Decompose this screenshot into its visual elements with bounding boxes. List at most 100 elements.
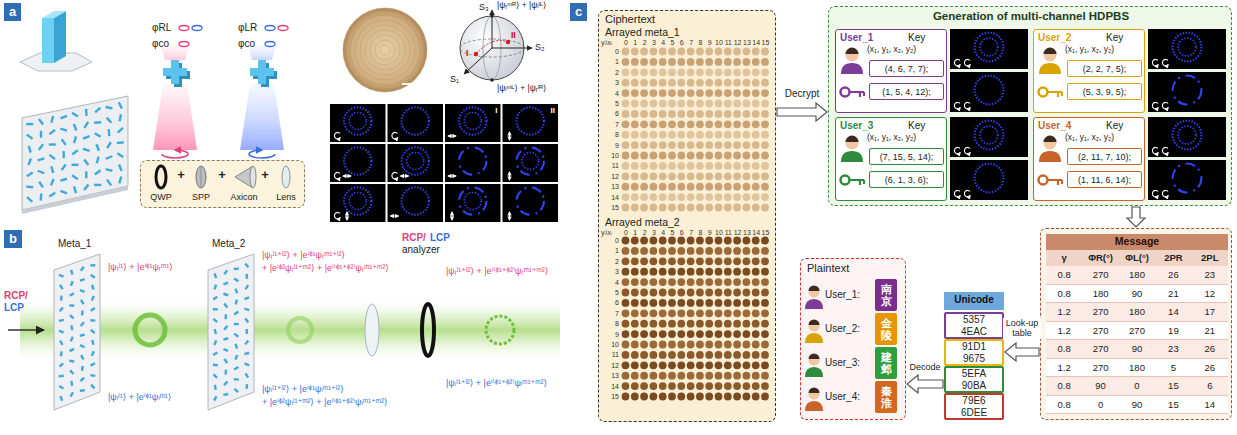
table-cell: 26 <box>1205 344 1216 355</box>
meta-atom-dot <box>631 393 639 401</box>
meta-atom-dot <box>752 120 760 128</box>
node-title: (2, 11, 7, 10); <box>1078 151 1131 161</box>
state-label: |ψᵣᵐᴿ⟩ + |ψₗˡᴸ⟩ <box>497 1 546 11</box>
meta-atom <box>234 267 239 270</box>
meta-atom-dot <box>733 247 741 255</box>
meta-atom-dot <box>761 152 769 160</box>
meta-atom-dot <box>743 393 751 401</box>
user-avatar <box>809 388 820 394</box>
meta-atom-dot <box>668 48 676 56</box>
circular-polarization-symbol <box>954 102 960 108</box>
illustration-part <box>163 60 187 84</box>
table-cell: 270 <box>1129 325 1145 336</box>
sample-photo <box>343 8 427 92</box>
state-label: |ψₗᵐᴸ⟩ + |ψᵣˡᴿ⟩ <box>497 84 546 94</box>
meta-atom <box>81 310 84 315</box>
polarization-label: RCP/ <box>402 232 426 244</box>
meta-atom-dot <box>668 299 676 307</box>
meta-atom-dot <box>705 268 713 276</box>
meta-atom-dot <box>677 289 685 297</box>
table-cell: 180 <box>1093 288 1109 299</box>
meta-atom-dot <box>668 382 676 390</box>
meta-atom-dot <box>640 393 648 401</box>
meta-atom-dot <box>705 68 713 76</box>
illustration-part <box>492 48 532 49</box>
meta-atom-dot <box>733 120 741 128</box>
sample-pattern <box>360 25 410 75</box>
panel-letter: b <box>4 230 22 248</box>
meta-atom-dot <box>743 289 751 297</box>
meta-atom-dot <box>715 330 723 338</box>
meta-atom-dot <box>733 100 741 108</box>
meta-atom-dot <box>705 79 713 87</box>
meta-atom-dot <box>677 299 685 307</box>
meta-atom-dot <box>743 278 751 286</box>
meta-atom-dot <box>715 141 723 149</box>
meta-atom-dot <box>724 120 732 128</box>
meta-atom-dot <box>650 268 658 276</box>
meta-atom-dot <box>659 237 667 245</box>
meta-atom-dot <box>631 89 639 97</box>
axis-number: 14 <box>611 194 619 202</box>
phase-label: φLR <box>238 22 257 34</box>
meta-atom <box>94 121 101 124</box>
meta-atom-dot <box>622 330 630 338</box>
meta-atom-dot <box>677 183 685 191</box>
meta-atom-dot <box>622 237 630 245</box>
user-avatar <box>805 401 823 411</box>
node-text: 6DEE <box>961 407 987 419</box>
meta-atom-dot <box>650 341 658 349</box>
meta-atom-dot <box>705 309 713 317</box>
meta-atom-dot <box>687 278 695 286</box>
intensity-image <box>388 144 444 182</box>
meta-atom-dot <box>650 372 658 380</box>
intensity-image <box>445 104 501 142</box>
table-rule <box>1046 413 1228 414</box>
meta-atom-dot <box>715 341 723 349</box>
meta-atom-dot <box>696 100 704 108</box>
meta-atom-dot <box>640 89 648 97</box>
meta-atom <box>118 114 122 121</box>
meta-atom <box>213 284 217 289</box>
meta-atom-dot <box>622 89 630 97</box>
meta-atom-dot <box>677 152 685 160</box>
table-cell: 180 <box>1129 270 1145 281</box>
axis-number: 15 <box>762 229 770 237</box>
key-icon <box>841 176 850 185</box>
illustration-part <box>490 14 494 18</box>
axis-number: 15 <box>762 39 770 47</box>
meta-atom-dot <box>752 172 760 180</box>
meta-atom-dot <box>705 162 713 170</box>
vortex-ring <box>349 113 366 130</box>
meta-atom <box>69 292 75 297</box>
meta-atom-dot <box>705 110 713 118</box>
illustration-part <box>179 26 189 31</box>
user-avatar <box>846 136 859 143</box>
axis-label: S₂ <box>535 42 545 52</box>
meta-atom-dot <box>715 204 723 212</box>
meta-atom <box>118 102 123 109</box>
meta-atom-dot <box>724 152 732 160</box>
meta-atom <box>69 314 74 319</box>
meta-atom-dot <box>724 100 732 108</box>
vortex-ring <box>980 126 998 144</box>
meta-atom <box>59 274 65 278</box>
meta-atom-dot <box>715 299 723 307</box>
meta-atom-dot <box>752 79 760 87</box>
meta-atom-dot <box>622 193 630 201</box>
meta-atom <box>244 340 249 345</box>
meta-atom-dot <box>631 289 639 297</box>
axis-number: 8 <box>615 131 619 139</box>
flow-arrow <box>1005 343 1039 361</box>
meta-atom-dot <box>724 330 732 338</box>
meta-atom-dot <box>724 237 732 245</box>
meta-atom-dot <box>715 48 723 56</box>
meta-atom-dot <box>761 330 769 338</box>
meta-atom-dot <box>724 68 732 76</box>
meta-atom <box>83 159 89 166</box>
meta-atom-dot <box>659 247 667 255</box>
flow-arrow <box>1127 207 1145 227</box>
meta-atom-dot <box>733 351 741 359</box>
meta-atom-dot <box>677 247 685 255</box>
sample-pattern <box>345 10 425 90</box>
